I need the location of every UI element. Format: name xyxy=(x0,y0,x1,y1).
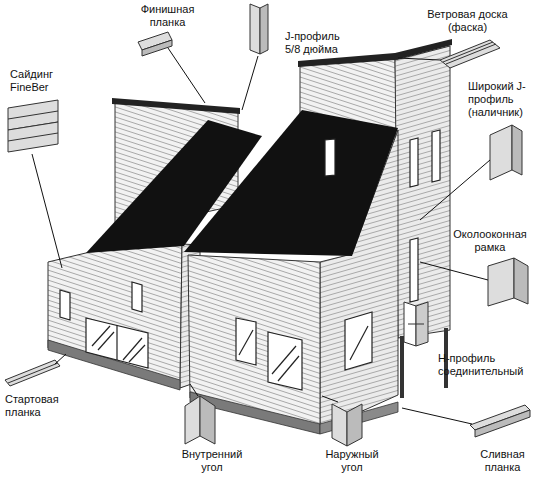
inside-corner-icon xyxy=(185,396,215,444)
siding-groove xyxy=(8,133,58,141)
wide-j-icon xyxy=(490,125,522,180)
leader-line xyxy=(398,58,440,60)
board-groove xyxy=(443,42,493,62)
right-house xyxy=(184,39,452,434)
window xyxy=(86,318,148,368)
window xyxy=(325,139,335,176)
profile-face xyxy=(250,4,260,54)
board-groove xyxy=(446,44,496,64)
frame-face xyxy=(514,258,528,304)
roof xyxy=(184,110,398,256)
strip-face xyxy=(142,40,172,56)
leader-line xyxy=(190,384,198,396)
window xyxy=(410,138,418,187)
leader-line xyxy=(242,56,258,110)
part-label: Наружный угол xyxy=(316,448,388,474)
window xyxy=(236,318,256,365)
strip-face xyxy=(5,360,60,386)
profile-face xyxy=(260,4,268,54)
part-label: Внутренний угол xyxy=(172,448,252,474)
leader-line xyxy=(322,396,338,402)
j-profile-icon xyxy=(250,4,268,54)
leader-line xyxy=(402,408,472,424)
window xyxy=(432,130,440,182)
leader-line xyxy=(420,262,488,280)
leader-line xyxy=(32,154,62,268)
windows xyxy=(236,130,440,390)
board-face xyxy=(440,40,500,68)
frame-face xyxy=(488,258,514,306)
window xyxy=(410,238,418,302)
glass-hatch xyxy=(278,356,299,381)
strip-face xyxy=(475,410,530,437)
post xyxy=(400,336,404,398)
drip-strip-icon xyxy=(470,405,530,437)
glass-hatch xyxy=(129,345,145,362)
part-label: Сливная планка xyxy=(470,448,535,474)
part-label: Широкий J-профиль (наличник) xyxy=(468,80,543,119)
glass-hatch xyxy=(98,332,114,350)
corner-face xyxy=(332,404,347,446)
window xyxy=(132,282,142,312)
window xyxy=(345,312,372,370)
window-mullion xyxy=(116,325,117,360)
corner-face xyxy=(347,404,362,446)
part-label: Ветровая доска (фаска) xyxy=(420,8,515,34)
glass-hatch xyxy=(350,326,368,360)
profile-web xyxy=(408,324,424,325)
glass-hatch xyxy=(92,326,110,346)
strip-edge xyxy=(8,363,58,383)
fascia-icon xyxy=(440,40,500,68)
glass-hatch xyxy=(239,330,253,355)
part-icons xyxy=(5,4,530,446)
leader-lines xyxy=(32,48,490,424)
glass-hatch xyxy=(272,346,296,374)
finish-strip-icon xyxy=(138,32,172,56)
corner-face xyxy=(185,396,200,444)
part-label: Околооконная рамка xyxy=(445,228,535,254)
siding-groove xyxy=(8,111,58,119)
part-label: H-профиль соединительный xyxy=(438,352,533,378)
window xyxy=(268,332,302,390)
leader-line xyxy=(168,48,205,103)
part-label: Стартовая планка xyxy=(5,393,70,419)
outside-corner-icon xyxy=(332,404,362,446)
window-frame-icon xyxy=(488,258,528,306)
part-label: J-профиль 5/8 дюйма xyxy=(285,30,347,56)
starter-strip-icon xyxy=(5,360,60,386)
siding-icon xyxy=(8,100,58,152)
leader-line xyxy=(55,354,66,364)
profile-face xyxy=(490,125,512,180)
profile-face xyxy=(512,125,522,175)
windows xyxy=(60,282,148,368)
leader-line xyxy=(420,160,490,220)
glass-hatch xyxy=(123,338,142,360)
part-label: Финишная планка xyxy=(130,3,205,29)
bay-wall xyxy=(395,46,450,338)
siding-panel xyxy=(8,122,58,152)
roof-cap xyxy=(112,98,240,114)
h-profile-icon xyxy=(404,302,428,346)
window xyxy=(60,290,70,320)
corner-face xyxy=(200,396,215,444)
part-label: Сайдинг FineBer xyxy=(10,68,65,94)
